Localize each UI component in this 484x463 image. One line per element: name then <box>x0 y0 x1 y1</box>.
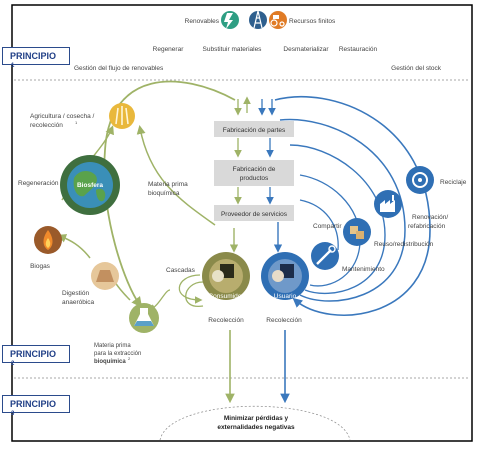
refurbish-label-2: refabricación <box>408 223 446 230</box>
figure-border <box>11 4 473 442</box>
biosphere-node <box>60 155 120 215</box>
refurbish-label-1: Renovación/ <box>412 214 448 221</box>
collection-right-label: Recolección <box>266 317 302 324</box>
action-regenerate: Regenerar <box>153 46 185 53</box>
principle-1-label: PRINCIPIO <box>10 51 57 61</box>
parts-manufacturing-label: Fabricación de partes <box>223 127 286 134</box>
leakage-ellipse <box>159 406 351 441</box>
extraction-footnote: 2 <box>128 356 131 361</box>
cascades-label: Cascadas <box>166 267 196 274</box>
parts-manufacturing-box <box>214 121 294 137</box>
extraction-label-3: bioquímica <box>94 359 126 365</box>
stock-management-heading: Gestión del stock <box>391 65 442 72</box>
action-substitute: Substituir materiales <box>203 46 263 53</box>
renewables-label: Renovables <box>185 18 220 25</box>
boxes-icon <box>343 218 371 246</box>
digestion-label-1: Digestión <box>62 290 89 297</box>
principle-3-label: PRINCIPIO <box>10 399 57 409</box>
principle-2-number: 2 <box>11 361 15 367</box>
digestion-label-2: anaeróbica <box>62 299 95 306</box>
product-manufacturing-label-1: Fabricación de <box>233 166 276 173</box>
renewables-icon <box>221 11 239 29</box>
wheat-icon <box>109 103 135 129</box>
principle-2-label: PRINCIPIO <box>10 349 57 359</box>
farming-label-2: recolección <box>30 122 63 129</box>
reuse-label: Reuso/redistribución <box>374 241 434 248</box>
biogas-flame-icon <box>34 226 62 254</box>
minimize-label-1: Minimizar pérdidas y <box>224 415 289 422</box>
maintenance-label: Mantenimiento <box>342 266 385 273</box>
feedstock-label-1: Materia prima <box>148 181 188 188</box>
factory-icon <box>374 190 402 218</box>
extraction-label-2: para la extracción <box>94 351 141 357</box>
principle-3-number: 3 <box>11 411 15 417</box>
feedstock-arrow <box>136 125 216 226</box>
refurbish-icon <box>406 166 434 194</box>
consumer-node <box>202 252 250 300</box>
share-label: Compartir <box>313 223 342 230</box>
service-provider-label: Proveedor de servicios <box>221 211 288 218</box>
principle-tag-1: PRINCIPIO 1 <box>2 47 70 69</box>
product-manufacturing-label-2: productos <box>240 175 269 182</box>
action-restore: Restauración <box>339 46 378 53</box>
biosphere-label: Biosfera <box>77 182 103 189</box>
oil-rig-icon <box>249 10 267 29</box>
service-provider-box <box>214 205 294 221</box>
farming-footnote: 1 <box>75 120 78 125</box>
feedstock-label-2: bioquímica <box>148 190 180 197</box>
collection-left-label: Recolección <box>208 317 244 324</box>
principle-tag-3: PRINCIPIO 3 <box>2 395 70 417</box>
flask-icon <box>129 303 159 333</box>
regeneration-label: Regeneración <box>18 180 59 187</box>
product-manufacturing-box <box>214 160 294 186</box>
user-label: Usuario <box>274 293 297 300</box>
minimize-label-2: externalidades negativas <box>217 424 295 431</box>
biogas-label: Biogas <box>30 263 51 270</box>
tractor-icon <box>269 11 287 29</box>
action-dematerialize: Desmaterializar <box>283 46 329 53</box>
recycling-loop <box>274 96 431 316</box>
consumer-label: Consumidor <box>208 293 244 300</box>
principle-tag-2: PRINCIPIO 2 <box>2 345 70 367</box>
biological-outer-loop <box>103 80 236 308</box>
digestion-icon <box>91 262 119 290</box>
farming-label-1: Agricultura / cosecha / <box>30 113 95 120</box>
wrench-icon <box>311 242 339 270</box>
principle-1-number: 1 <box>11 63 15 69</box>
recycling-label: Reciclaje <box>440 179 467 186</box>
finite-resources-label: Recursos finitos <box>289 18 336 25</box>
user-node <box>261 252 309 300</box>
extraction-label-1: Materia prima <box>94 343 131 349</box>
cascade-arrow <box>178 274 203 304</box>
renewables-flow-heading: Gestión del flujo de renovables <box>74 65 164 72</box>
